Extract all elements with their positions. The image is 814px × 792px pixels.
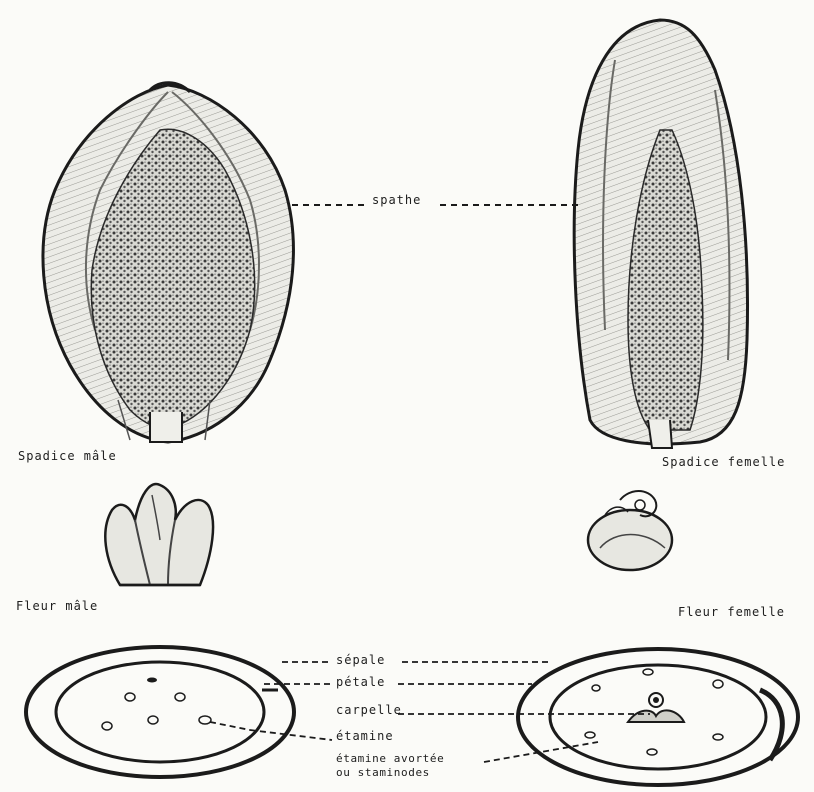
stamen-label: étamine xyxy=(336,730,394,743)
female-flower-drawing xyxy=(588,491,672,570)
spathe-label: spathe xyxy=(372,194,421,207)
female-spadix-drawing xyxy=(574,20,747,448)
female-spadix-label: Spadice femelle xyxy=(662,456,785,469)
carpel-label: carpelle xyxy=(336,704,402,717)
female-floral-diagram xyxy=(518,649,798,785)
sepal-label: sépale xyxy=(336,654,385,667)
petal-label: pétale xyxy=(336,676,385,689)
male-spadix-drawing xyxy=(43,83,293,442)
female-flower-label: Fleur femelle xyxy=(678,606,785,619)
male-flower-label: Fleur mâle xyxy=(16,600,98,613)
male-floral-diagram xyxy=(26,647,294,777)
staminode-label-line2: ou staminodes xyxy=(336,766,430,779)
staminode-label-line1: étamine avortée xyxy=(336,752,444,765)
male-spadix-label: Spadice mâle xyxy=(18,450,117,463)
male-flower-drawing xyxy=(105,484,213,585)
